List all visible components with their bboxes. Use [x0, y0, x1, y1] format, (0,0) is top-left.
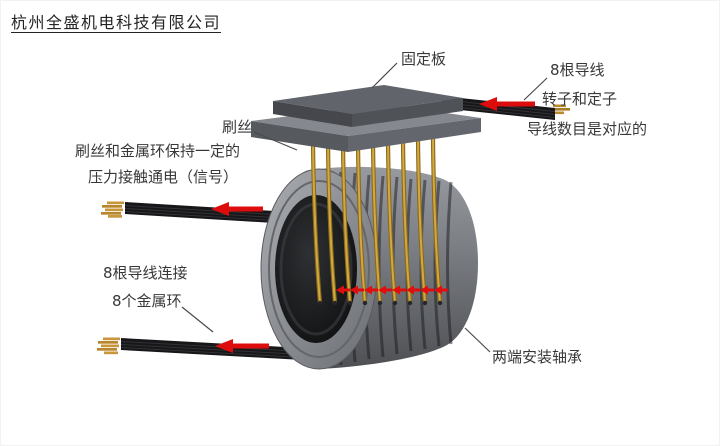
- red-arrow-left: [479, 97, 535, 111]
- label-rotor-stator: 转子和定子: [542, 90, 618, 108]
- label-eight-wires: 8根导线: [550, 61, 605, 79]
- brush-wires: [313, 139, 443, 306]
- leader-brush-wire: [253, 131, 298, 151]
- company-name: 杭州全盛机电科技有限公司: [11, 13, 222, 32]
- red-arrow-left: [215, 339, 269, 353]
- label-wires-connect-line2: 8个金属环: [112, 292, 182, 310]
- leader-metal-rings: [181, 306, 214, 333]
- wire-tips-gold: [97, 337, 120, 355]
- wire-bundle-middle-left: [101, 201, 292, 224]
- ring-contact-arrows: [336, 285, 448, 295]
- wire-tips-gold: [101, 201, 124, 218]
- wire-tips-gold: [552, 104, 570, 115]
- label-wire-count-note: 导线数目是对应的: [527, 120, 648, 138]
- label-brush-wire: 刷丝: [222, 118, 253, 136]
- label-wires-connect-line1: 8根导线连接: [103, 264, 188, 282]
- label-brush-note-line2: 压力接触通电（信号）: [88, 168, 239, 186]
- leader-eight-wires: [523, 77, 548, 101]
- wire-bundle-top-right: [440, 96, 570, 120]
- label-bearing-note: 两端安装轴承: [492, 348, 583, 366]
- label-brush-note-line1: 刷丝和金属环保持一定的: [75, 142, 241, 160]
- leader-lines: [181, 62, 548, 353]
- label-fixed-plate: 固定板: [401, 50, 447, 68]
- fixed-plate: [273, 85, 463, 127]
- wire-bundle-bottom-left: [97, 337, 304, 360]
- slip-ring-cylinder: [260, 166, 478, 370]
- leader-fixed-plate: [371, 62, 398, 89]
- brush-contact-dots: [317, 300, 443, 306]
- red-arrow-left: [211, 202, 263, 216]
- leader-bearing: [464, 327, 491, 353]
